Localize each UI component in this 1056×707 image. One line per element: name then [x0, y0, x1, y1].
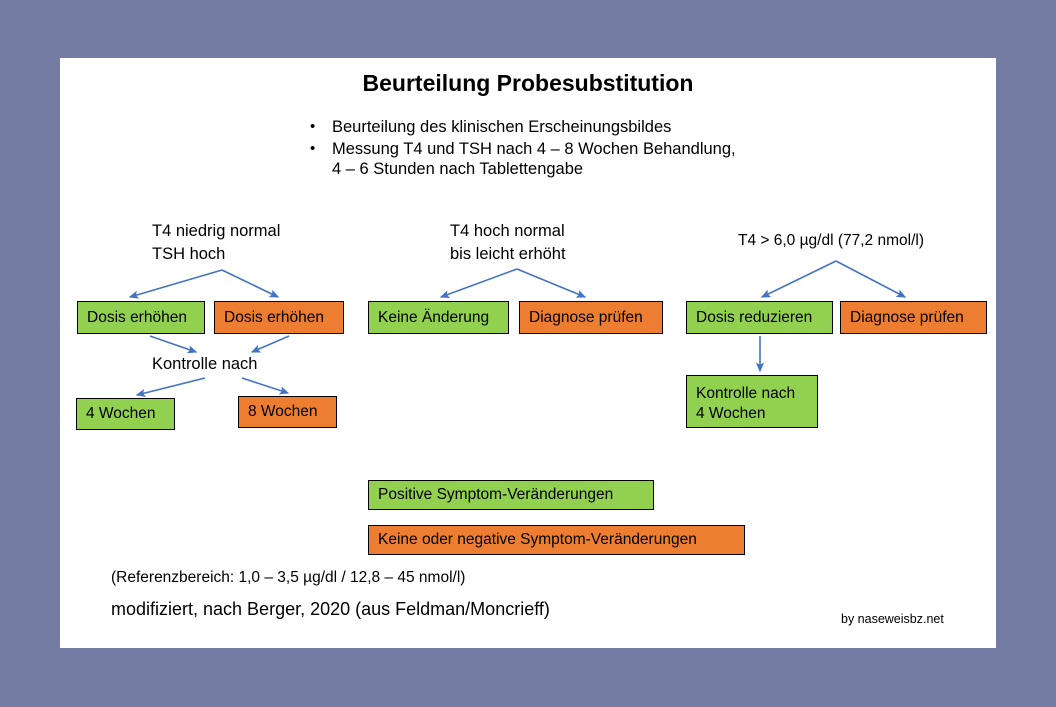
list-item: • Beurteilung des klinischen Erscheinung…	[310, 117, 870, 137]
condition-label-middle: T4 hoch normal bis leicht erhöht	[450, 222, 566, 263]
node-right-option-2[interactable]: Diagnose prüfen	[840, 301, 987, 334]
node-left-option-1[interactable]: Dosis erhöhen	[77, 301, 205, 334]
bullet-dot-icon: •	[310, 140, 316, 157]
followup-label-left: Kontrolle nach	[152, 355, 258, 373]
node-right-followup[interactable]: Kontrolle nach 4 Wochen	[686, 375, 818, 428]
bullet-dot-icon: •	[310, 118, 316, 135]
footer-attribution: by naseweisbz.net	[841, 612, 944, 626]
node-middle-option-2[interactable]: Diagnose prüfen	[519, 301, 663, 334]
bullet-list: • Beurteilung des klinischen Erscheinung…	[310, 117, 870, 181]
condition-label-left: T4 niedrig normal TSH hoch	[152, 222, 281, 263]
node-middle-option-1[interactable]: Keine Änderung	[368, 301, 509, 334]
node-left-followup-2[interactable]: 8 Wochen	[238, 396, 337, 428]
legend-item-positive: Positive Symptom-Veränderungen	[368, 480, 654, 510]
footer-source: modifiziert, nach Berger, 2020 (aus Feld…	[111, 599, 550, 619]
condition-label-right: T4 > 6,0 µg/dl (77,2 nmol/l)	[738, 232, 924, 249]
node-right-option-1[interactable]: Dosis reduzieren	[686, 301, 833, 334]
legend-item-negative: Keine oder negative Symptom-Veränderunge…	[368, 525, 745, 555]
bullet-text: Messung T4 und TSH nach 4 – 8 Wochen Beh…	[332, 140, 736, 178]
node-left-option-2[interactable]: Dosis erhöhen	[214, 301, 344, 334]
node-left-followup-1[interactable]: 4 Wochen	[76, 398, 175, 430]
page-title: Beurteilung Probesubstitution	[362, 70, 694, 96]
footer-reference-range: (Referenzbereich: 1,0 – 3,5 µg/dl / 12,8…	[111, 569, 466, 586]
list-item: • Messung T4 und TSH nach 4 – 8 Wochen B…	[310, 139, 870, 179]
bullet-text: Beurteilung des klinischen Erscheinungsb…	[332, 118, 672, 136]
